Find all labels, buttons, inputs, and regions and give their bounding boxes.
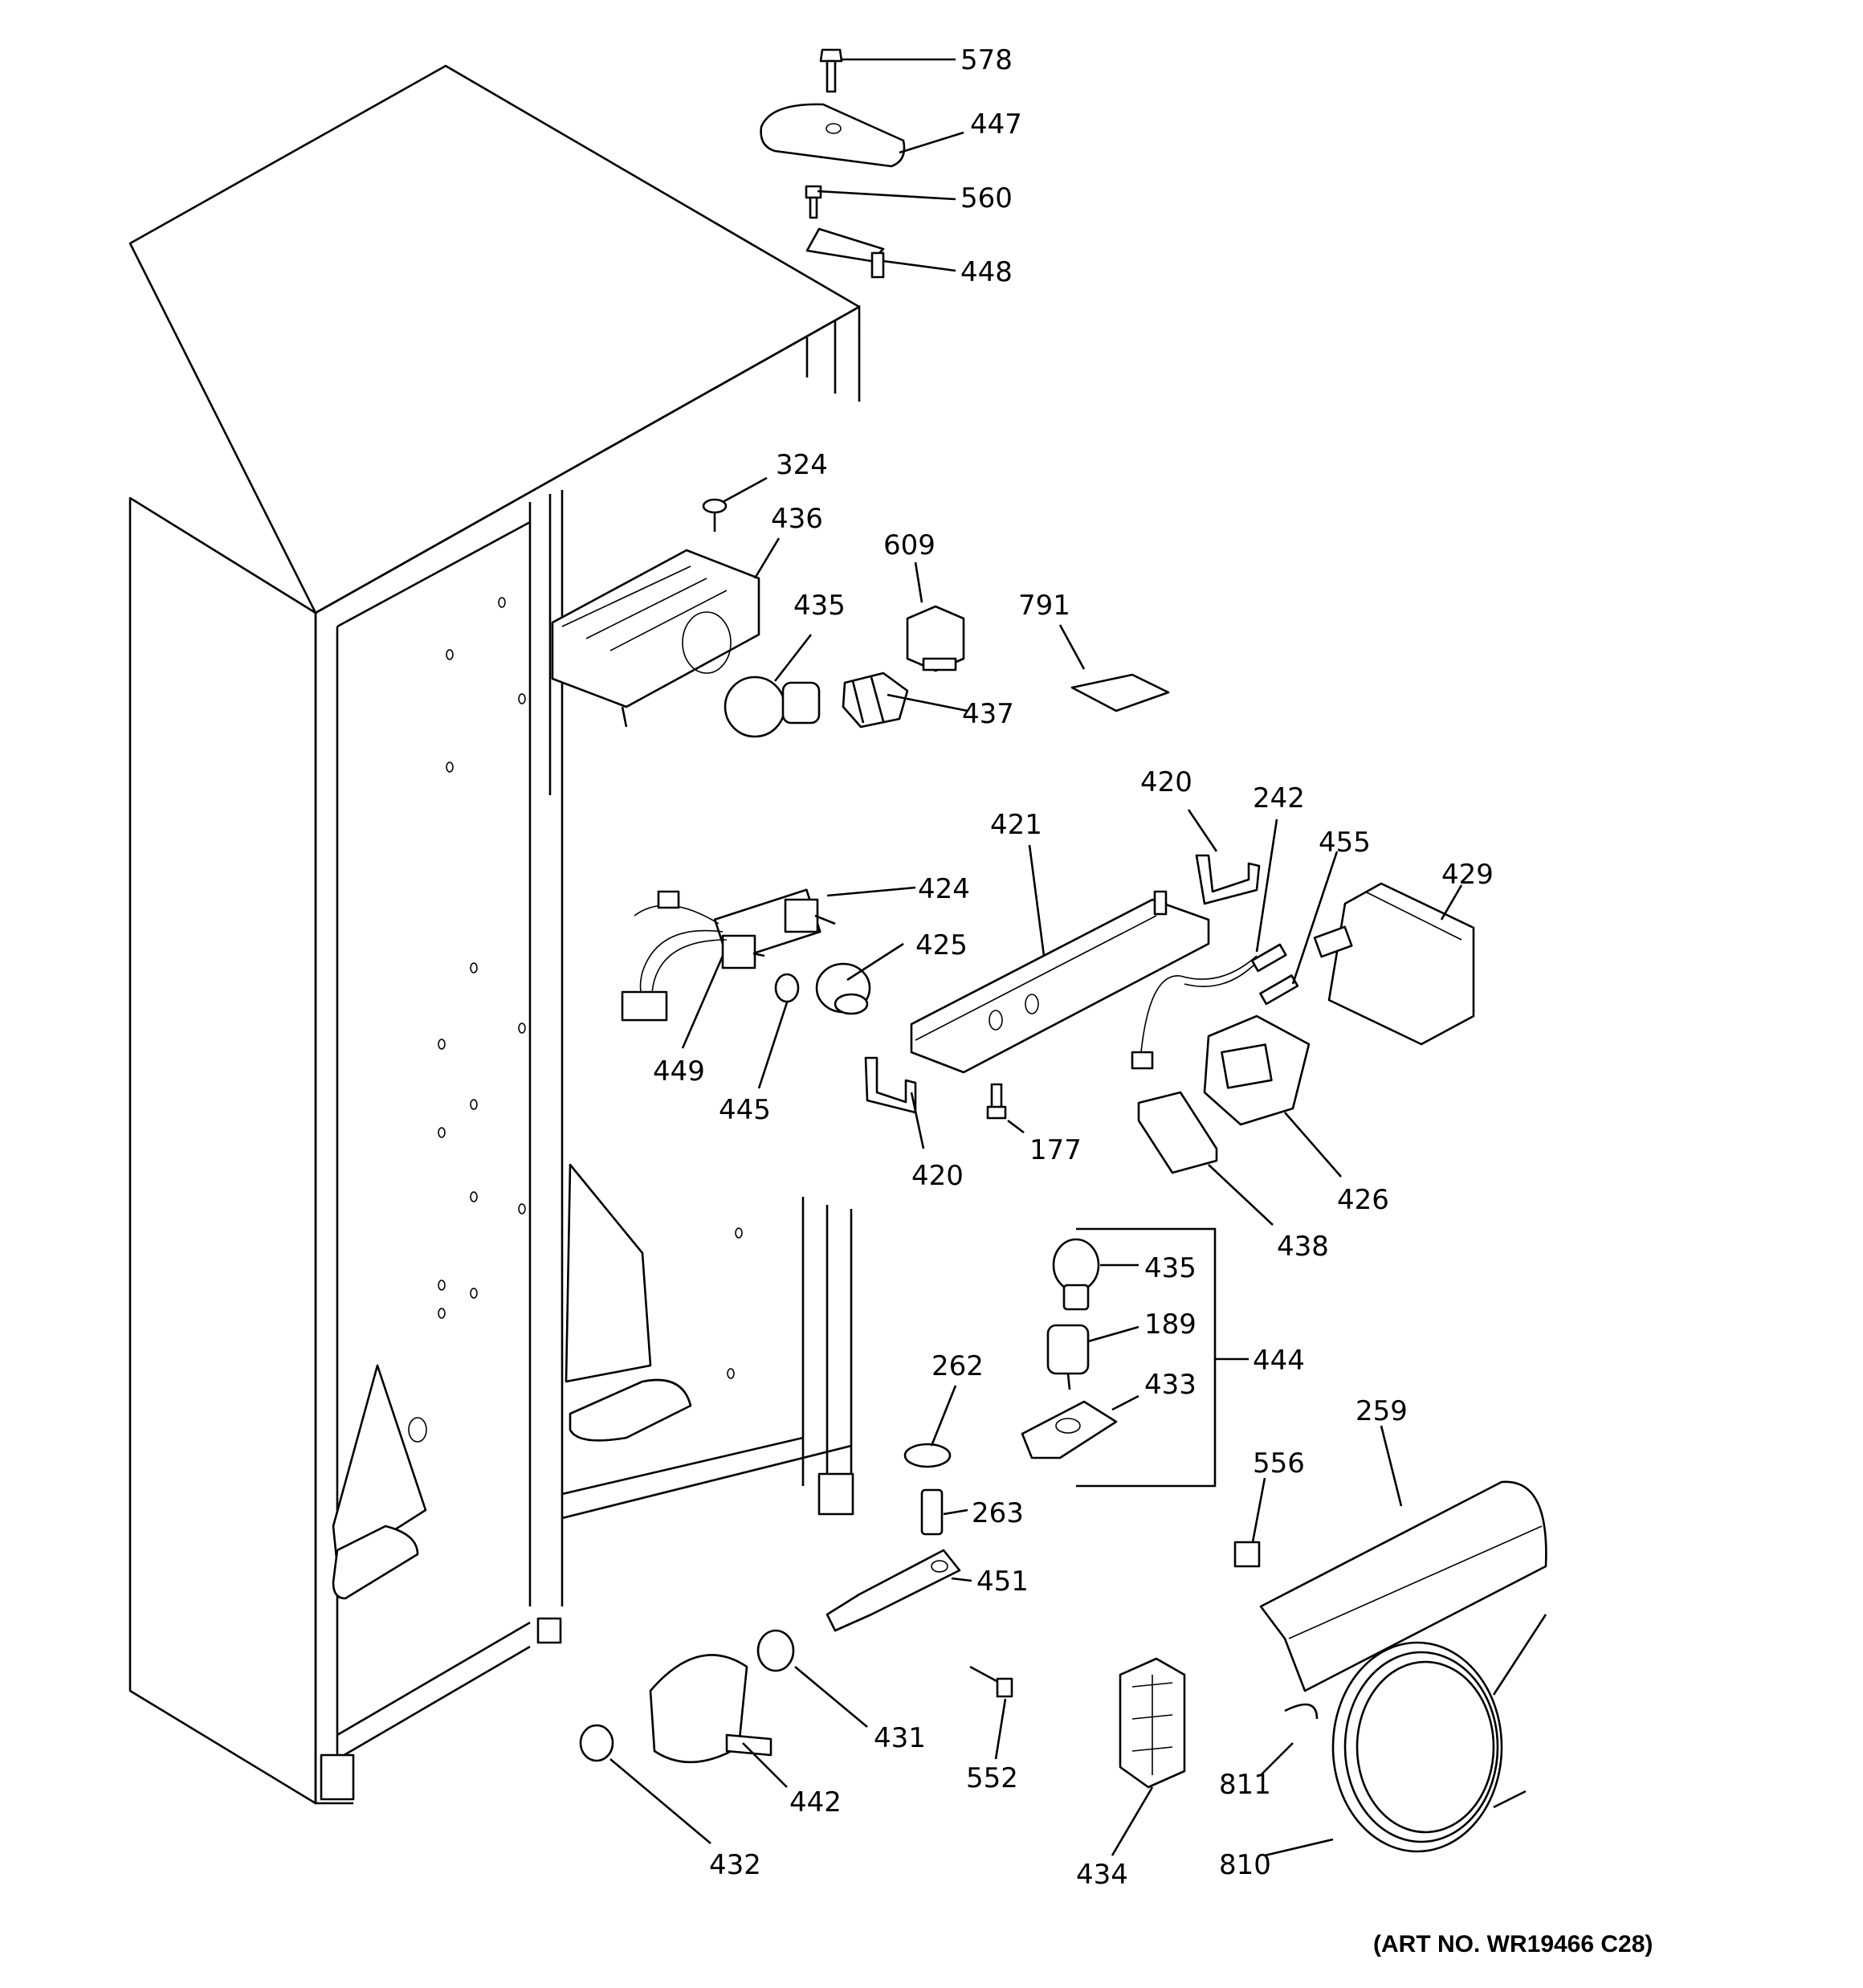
callout-578: 578 xyxy=(960,44,1013,76)
lower-parts xyxy=(579,1443,1547,1853)
cam-262 xyxy=(903,1443,952,1468)
screw-552 xyxy=(969,1665,1013,1698)
light-socket-437 xyxy=(842,672,909,729)
callout-448: 448 xyxy=(960,256,1013,288)
top-hinge-parts xyxy=(760,48,906,279)
callout-259: 259 xyxy=(1355,1395,1408,1427)
callout-438: 438 xyxy=(1277,1231,1329,1263)
hinge-cover-447 xyxy=(760,103,906,168)
knob-425 xyxy=(815,962,871,1015)
callout-449: 449 xyxy=(653,1055,705,1088)
freezer-light-parts xyxy=(551,498,1170,738)
callout-435b: 435 xyxy=(1144,1252,1196,1284)
callout-420a: 420 xyxy=(1140,766,1192,798)
control-424 xyxy=(713,888,836,970)
bushing-445 xyxy=(774,973,800,1003)
bushing-432 xyxy=(579,1724,614,1762)
callout-431: 431 xyxy=(874,1722,926,1754)
tubing-810 xyxy=(1331,1614,1547,1853)
housing-426 xyxy=(1203,1014,1311,1126)
light-bulb-435 xyxy=(724,676,821,738)
callout-262: 262 xyxy=(932,1350,984,1382)
control-parts xyxy=(621,854,1475,1174)
callout-433: 433 xyxy=(1144,1369,1196,1401)
socket-189 xyxy=(1046,1324,1090,1390)
callout-451: 451 xyxy=(976,1565,1029,1598)
callout-429: 429 xyxy=(1441,859,1494,891)
callout-420b: 420 xyxy=(911,1160,964,1192)
callout-811: 811 xyxy=(1219,1769,1271,1801)
callout-242: 242 xyxy=(1253,782,1305,814)
callout-labels: 578 447 560 448 324 436 609 435 791 437 … xyxy=(653,44,1494,1891)
callout-421: 421 xyxy=(990,809,1042,841)
callout-455: 455 xyxy=(1319,827,1371,859)
cover-791 xyxy=(1070,673,1170,712)
callout-177: 177 xyxy=(1029,1134,1082,1166)
callout-324: 324 xyxy=(776,449,828,481)
clip-420-top xyxy=(1195,854,1261,905)
hinge-451 xyxy=(826,1549,961,1632)
callout-556: 556 xyxy=(1253,1447,1305,1480)
bulb-435 xyxy=(1052,1238,1100,1311)
callout-560: 560 xyxy=(960,182,1013,214)
thermistor-242-and-455 xyxy=(1131,943,1299,1070)
callout-434: 434 xyxy=(1076,1859,1128,1891)
callout-445: 445 xyxy=(719,1094,771,1126)
callout-442: 442 xyxy=(789,1786,842,1819)
screw-177 xyxy=(986,1083,1007,1120)
callout-435a: 435 xyxy=(793,590,846,622)
control-box-429 xyxy=(1313,882,1475,1046)
grille-434 xyxy=(1119,1657,1186,1789)
callout-426: 426 xyxy=(1337,1184,1389,1216)
push-pin-324 xyxy=(702,498,728,532)
callout-189: 189 xyxy=(1144,1308,1196,1341)
cover-259 xyxy=(1259,1480,1547,1692)
callout-436: 436 xyxy=(771,503,823,535)
control-housing-421 xyxy=(910,890,1210,1074)
callout-447: 447 xyxy=(970,108,1022,141)
callout-425: 425 xyxy=(915,929,968,961)
bezel-438 xyxy=(1137,1091,1218,1174)
pin-263 xyxy=(920,1488,944,1536)
cabinet-holes xyxy=(408,597,743,1443)
callout-437: 437 xyxy=(962,698,1014,730)
leader-lines xyxy=(609,58,1463,1857)
light-kit-444 xyxy=(1021,1227,1249,1488)
bushing-431 xyxy=(756,1629,795,1672)
callout-263: 263 xyxy=(972,1497,1024,1529)
wire-harness-449 xyxy=(621,890,728,1022)
callout-810: 810 xyxy=(1219,1849,1271,1881)
callout-791: 791 xyxy=(1018,590,1070,622)
art-number: (ART NO. WR19466 C28) xyxy=(1373,1931,1653,1957)
clip-556 xyxy=(1233,1541,1261,1568)
damper-442 xyxy=(649,1654,773,1764)
callout-432: 432 xyxy=(709,1849,761,1881)
switch-609 xyxy=(906,605,965,672)
clip-811 xyxy=(1284,1703,1319,1720)
callout-609: 609 xyxy=(883,529,936,561)
clip-420-bottom xyxy=(864,1056,917,1114)
light-shield-436 xyxy=(551,549,760,728)
callout-424: 424 xyxy=(918,873,970,905)
hinge-448 xyxy=(805,227,885,279)
housing-433 xyxy=(1021,1400,1118,1459)
callout-444: 444 xyxy=(1253,1345,1305,1377)
callout-552: 552 xyxy=(966,1762,1018,1794)
screw-578 xyxy=(819,48,843,93)
